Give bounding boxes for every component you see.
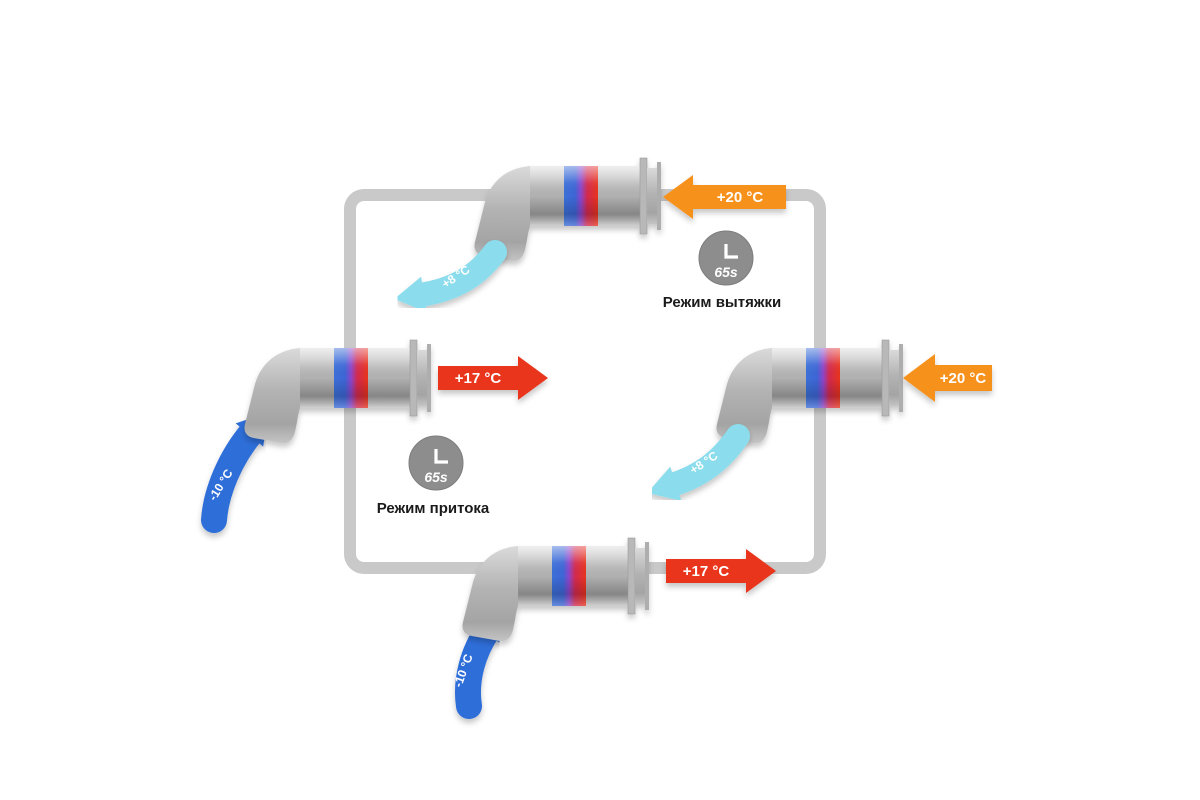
mode-label-supply: Режим притока bbox=[377, 500, 490, 517]
supply-outflow-temp-left: +17 °C bbox=[455, 370, 502, 387]
duct-unit-bottom bbox=[461, 537, 650, 642]
supply-outflow-arrow-left-shape bbox=[438, 356, 548, 400]
supply-outflow-arrow-left: +17 °C bbox=[438, 356, 548, 400]
warm-inflow-arrow-right: +20 °C bbox=[903, 354, 992, 402]
supply-intake-arrow-left: -10 °C bbox=[201, 412, 269, 533]
warm-inflow-arrow-top-shape bbox=[663, 175, 786, 219]
mode-label-exhaust: Режим вытяжки bbox=[663, 294, 781, 311]
clock-hands bbox=[434, 449, 448, 464]
supply-outflow-arrow-bottom-shape bbox=[666, 549, 776, 593]
clock-hands bbox=[724, 244, 738, 259]
exhaust-outflow-arrow-top-body bbox=[394, 240, 507, 313]
warm-inflow-arrow-right-shape bbox=[903, 354, 992, 402]
supply-outflow-arrow-bottom: +17 °C bbox=[666, 549, 776, 593]
supply-intake-arrow-bottom: -10 °C bbox=[451, 608, 503, 719]
supply-outflow-temp-bottom: +17 °C bbox=[683, 563, 730, 580]
exhaust-outflow-arrow-right-body bbox=[647, 424, 750, 501]
timer-value-exhaust: 65s bbox=[714, 264, 738, 280]
cycle-timer-supply: 65s bbox=[408, 435, 464, 491]
warm-inflow-temp-right: +20 °C bbox=[940, 370, 987, 387]
duct-unit-left bbox=[243, 339, 432, 444]
exhaust-outflow-arrow-right: +8 °C bbox=[647, 424, 750, 501]
cycle-timer-exhaust: 65s bbox=[698, 230, 754, 286]
warm-inflow-arrow-top: +20 °C bbox=[663, 175, 786, 219]
warm-inflow-temp-top: +20 °C bbox=[717, 189, 764, 206]
exhaust-outflow-arrow-top: +8 °C bbox=[394, 240, 507, 313]
supply-intake-arrow-left-body bbox=[201, 412, 269, 533]
timer-value-supply: 65s bbox=[424, 469, 448, 485]
